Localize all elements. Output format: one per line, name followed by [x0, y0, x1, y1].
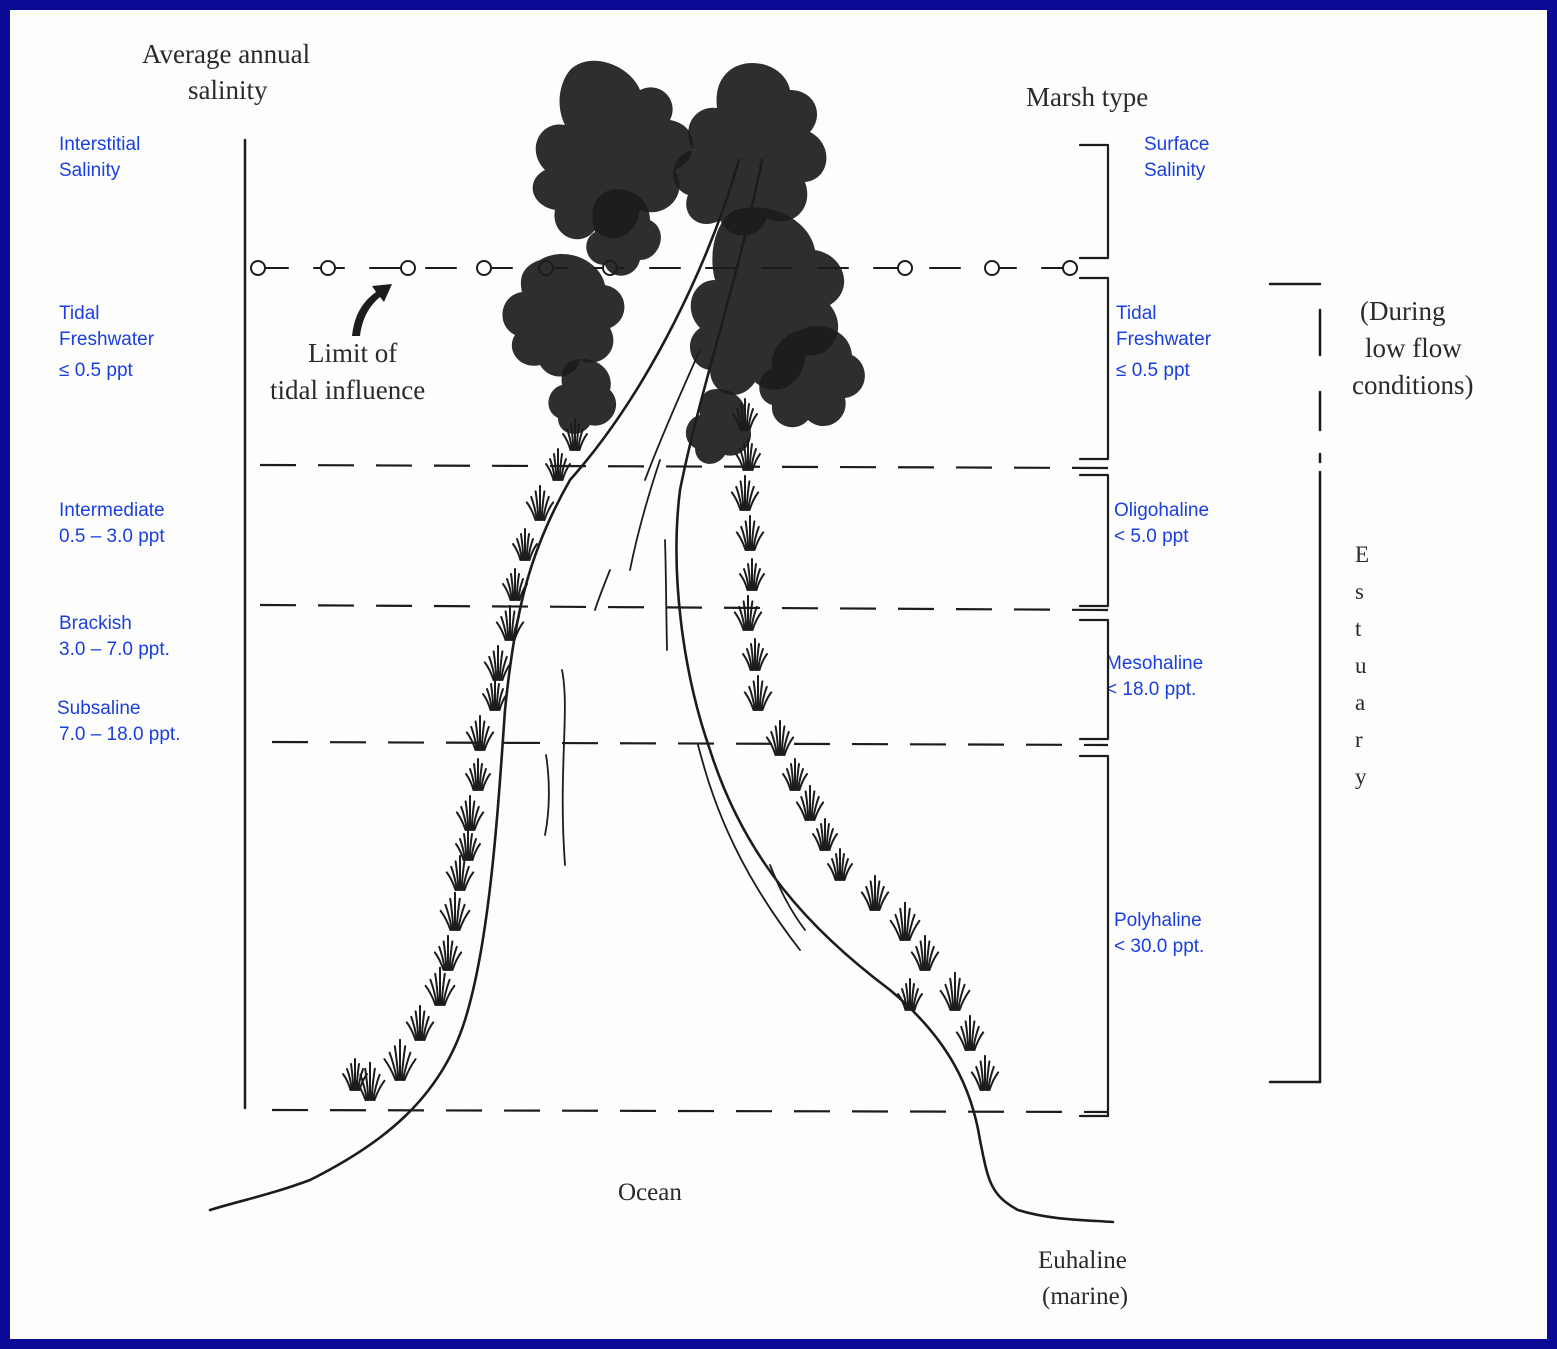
grass-tuft — [862, 876, 888, 910]
marsh-grass — [343, 399, 998, 1100]
mesohaline-label-line1: Mesohaline — [1106, 653, 1203, 674]
grass-tuft — [898, 979, 922, 1010]
ocean-label: Ocean — [618, 1179, 682, 1206]
low-flow-line3: conditions) — [1352, 370, 1474, 400]
brackish-label-line1: Brackish — [59, 613, 132, 634]
tidal-limit-marker — [985, 261, 999, 275]
low-flow-line2: low flow — [1365, 333, 1462, 363]
low-flow-line1: (During — [1360, 296, 1445, 326]
interstitial-label-line1: Interstitial — [59, 134, 140, 155]
tidal-limit-line — [251, 261, 1077, 275]
boundary-oligohaline-mesohaline — [260, 605, 1108, 610]
boundary-mesohaline-polyhaline — [272, 742, 1108, 745]
grass-tuft — [972, 1056, 998, 1090]
intermediate-label-line2: 0.5 – 3.0 ppt — [59, 526, 165, 547]
estuary-letter: a — [1355, 690, 1365, 715]
tidal-limit-label-line2: tidal influence — [270, 375, 425, 405]
grass-tuft — [941, 973, 970, 1010]
tidal-limit-marker — [321, 261, 335, 275]
surface-label-line1: Surface — [1144, 134, 1209, 155]
boundary-polyhaline-euhaline — [272, 1110, 1108, 1112]
grass-tuft — [426, 968, 455, 1005]
right-tidal-freshwater-line3: ≤ 0.5 ppt — [1116, 360, 1191, 381]
left-tidal-freshwater-line1: Tidal — [59, 303, 99, 324]
tidal-limit-label-line1: Limit of — [308, 338, 397, 368]
diagram-canvas: Average annual salinity Marsh type Inter… — [10, 10, 1547, 1339]
oligohaline-label-line1: Oligohaline — [1114, 500, 1209, 521]
polyhaline-label-line2: < 30.0 ppt. — [1114, 936, 1204, 957]
grass-tuft — [407, 1006, 433, 1040]
estuary-bracket — [1270, 472, 1320, 1082]
surface-label-line2: Salinity — [1144, 160, 1206, 181]
left-tidal-freshwater-line2: Freshwater — [59, 329, 155, 350]
tidal-limit-marker — [251, 261, 265, 275]
right-tidal-freshwater-line2: Freshwater — [1116, 329, 1212, 350]
tidal-limit-marker — [898, 261, 912, 275]
left-tidal-freshwater-line3: ≤ 0.5 ppt — [59, 360, 134, 381]
grass-tuft — [912, 936, 938, 970]
grass-tuft — [745, 676, 771, 710]
grass-tuft — [813, 819, 837, 850]
river-channel — [210, 160, 1113, 1222]
grass-tuft — [441, 893, 470, 930]
mesohaline-label-line2: < 18.0 ppt. — [1106, 679, 1196, 700]
left-header-line1: Average annual — [142, 39, 310, 69]
estuary-letter: y — [1355, 764, 1367, 789]
subsaline-label-line1: Subsaline — [57, 698, 140, 719]
grass-tuft — [384, 1040, 415, 1080]
grass-tuft — [737, 516, 763, 550]
tidal-limit-marker — [401, 261, 415, 275]
euhaline-label-line2: (marine) — [1042, 1283, 1128, 1310]
estuary-letter: t — [1355, 616, 1362, 641]
west-bank-line — [210, 160, 739, 1210]
grass-tuft — [732, 476, 758, 510]
intermediate-label-line1: Intermediate — [59, 500, 165, 521]
grass-tuft — [457, 796, 483, 830]
left-header-line2: salinity — [188, 75, 268, 105]
grass-tuft — [447, 856, 473, 890]
right-tidal-freshwater-line1: Tidal — [1116, 303, 1156, 324]
grass-tuft — [485, 646, 511, 680]
grass-tuft — [435, 936, 461, 970]
right-header: Marsh type — [1026, 82, 1148, 112]
marsh-type-brackets — [1080, 145, 1108, 1116]
grass-tuft — [891, 903, 920, 940]
grass-tuft — [743, 639, 767, 670]
grass-tuft — [527, 486, 553, 520]
grass-tuft — [483, 679, 507, 710]
tree-foliage — [502, 61, 864, 464]
grass-tuft — [957, 1016, 983, 1050]
grass-tuft — [828, 849, 852, 880]
interstitial-label-line2: Salinity — [59, 160, 121, 181]
tidal-limit-arrow — [352, 284, 392, 336]
estuary-letter: u — [1355, 653, 1367, 678]
grass-tuft — [735, 596, 761, 630]
grass-tuft — [546, 449, 570, 480]
estuary-salinity-diagram: Average annual salinity Marsh type Inter… — [10, 10, 1547, 1339]
tidal-limit-marker — [1063, 261, 1077, 275]
grass-tuft — [797, 786, 823, 820]
grass-tuft — [740, 559, 764, 590]
low-flow-bracket — [1270, 284, 1320, 462]
estuary-letter: r — [1355, 727, 1363, 752]
grass-tuft — [466, 759, 490, 790]
estuary-letter: s — [1355, 579, 1364, 604]
subsaline-label-line2: 7.0 – 18.0 ppt. — [59, 724, 181, 745]
brackish-label-line2: 3.0 – 7.0 ppt. — [59, 639, 170, 660]
grass-tuft — [513, 529, 537, 560]
grass-tuft — [467, 716, 493, 750]
oligohaline-label-line2: < 5.0 ppt — [1114, 526, 1189, 547]
grass-tuft — [783, 759, 807, 790]
estuary-letter: E — [1355, 542, 1369, 567]
grass-tuft — [767, 721, 793, 755]
polyhaline-label-line1: Polyhaline — [1114, 910, 1202, 931]
euhaline-label-line1: Euhaline — [1038, 1247, 1127, 1274]
tidal-limit-marker — [477, 261, 491, 275]
